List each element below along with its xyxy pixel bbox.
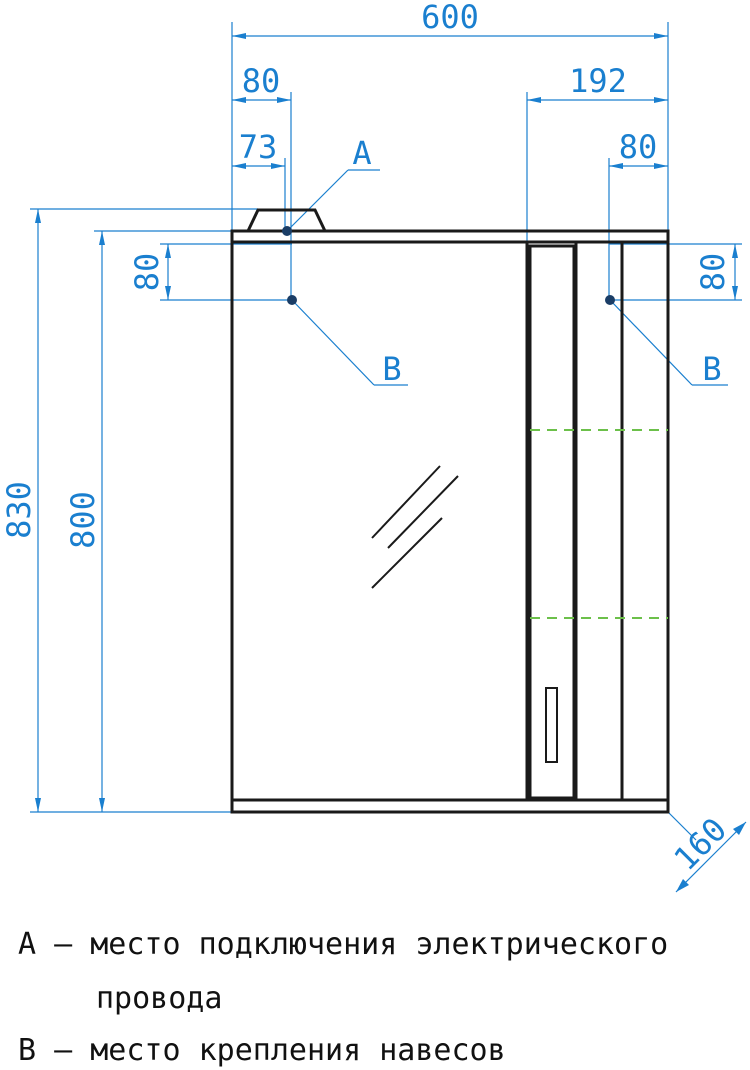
dim-body-height-800-label: 800 <box>64 491 102 549</box>
side-door <box>528 244 576 800</box>
legend-line-a-continuation: провода <box>96 981 223 1016</box>
dim-total-height-830-label: 830 <box>0 481 38 539</box>
dim-left-top-80-label: 80 <box>128 253 166 292</box>
marker-a-label: A <box>352 134 371 172</box>
door-handle <box>545 687 558 763</box>
dimension-lines <box>30 22 747 893</box>
bottom-panel <box>230 798 670 814</box>
mirror-glare <box>371 465 459 589</box>
dim-right-offset-80-label: 80 <box>619 128 658 166</box>
dim-total-width-label: 600 <box>421 0 479 36</box>
dim-left-offset-73-label: 73 <box>239 128 278 166</box>
legend-line-a: A – место подключения электрического <box>18 927 669 962</box>
lamp-shape <box>246 208 327 232</box>
point-b-right-hanger <box>605 295 615 305</box>
legend-line-b: B – место крепления навесов <box>18 1033 506 1068</box>
cabinet-outline <box>230 208 670 814</box>
cabinet-body <box>230 240 670 802</box>
marker-b-right-label: B <box>702 350 721 388</box>
dim-right-top-80-label: 80 <box>694 253 732 292</box>
dim-left-offset-80-label: 80 <box>242 62 281 100</box>
point-b-left-hanger <box>287 295 297 305</box>
dim-right-section-192-label: 192 <box>569 62 627 100</box>
point-a-electric <box>282 226 292 236</box>
marker-b-left-label: B <box>382 350 401 388</box>
top-panel <box>230 229 670 244</box>
